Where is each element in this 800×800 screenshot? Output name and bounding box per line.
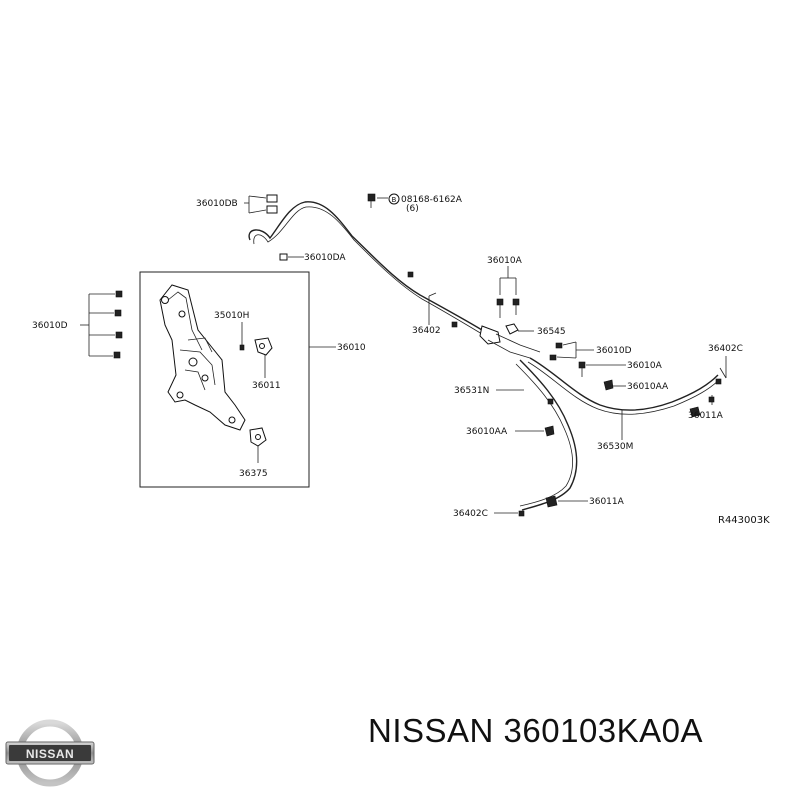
label-36010db: 36010DB (196, 199, 238, 209)
cable-clips-36402 (407, 271, 458, 328)
label-36011a-right: 36011A (688, 411, 724, 421)
clips-36010d-right (549, 341, 594, 361)
label-36530m: 36530M (597, 442, 633, 452)
front-cable-inner (253, 206, 483, 335)
label-bolt-mark: B (392, 196, 397, 204)
rear-cable-right (529, 357, 719, 411)
brand-part-number: NISSAN 360103KA0A (368, 712, 703, 750)
pin-35010h (239, 322, 245, 351)
parking-brake-lever (159, 284, 246, 431)
part-36011 (254, 337, 273, 378)
label-36375: 36375 (239, 469, 268, 479)
label-36402: 36402 (412, 326, 441, 336)
label-35010h: 35010H (214, 311, 249, 321)
front-cable (248, 201, 483, 331)
label-36010aa-left: 36010AA (466, 427, 508, 437)
clips-36010d-left (80, 290, 123, 359)
nissan-logo-text: NISSAN (26, 747, 74, 761)
part-number: 360103KA0A (503, 712, 704, 749)
label-36011: 36011 (252, 381, 281, 391)
label-36531n: 36531N (454, 386, 489, 396)
label-08168-qty: (6) (406, 204, 419, 214)
clip-36010aa-left (515, 425, 555, 437)
lever-assembly-box (139, 271, 310, 488)
equalizer (479, 325, 541, 359)
clip-36010da (279, 253, 304, 261)
label-36010d-right: 36010D (596, 346, 632, 356)
label-36010a-top: 36010A (487, 256, 523, 266)
label-36010d-left: 36010D (32, 321, 68, 331)
rear-cable-right-inner (527, 361, 721, 415)
label-36010: 36010 (337, 343, 366, 353)
cable-clip-mid (547, 398, 554, 405)
label-36010da: 36010DA (304, 253, 346, 263)
label-36010aa-right: 36010AA (627, 382, 669, 392)
label-36010a-mid: 36010A (627, 361, 663, 371)
label-36011a-bottom: 36011A (589, 497, 625, 507)
part-36545 (505, 323, 534, 335)
clip-36010aa-right (603, 379, 626, 391)
spring-36402c-right (715, 356, 727, 385)
label-36545: 36545 (537, 327, 566, 337)
clip-36011a-bottom (545, 495, 588, 508)
bolts-36010a-top (496, 266, 520, 318)
nissan-logo: NISSAN (5, 719, 95, 787)
label-36402c-right: 36402C (708, 344, 743, 354)
brand-name: NISSAN (368, 712, 494, 749)
label-08168: 08168-6162A (401, 195, 463, 205)
diagram-reference-code: R443003K (718, 515, 770, 526)
clip-36011a-right (689, 395, 715, 418)
label-36402c-bottom: 36402C (453, 509, 488, 519)
bolt-08168 (367, 193, 400, 208)
spring-36402c-bottom (494, 510, 525, 517)
clip-36010db (244, 194, 278, 214)
part-36375 (249, 427, 267, 463)
bolt-36010a-mid (578, 361, 626, 377)
